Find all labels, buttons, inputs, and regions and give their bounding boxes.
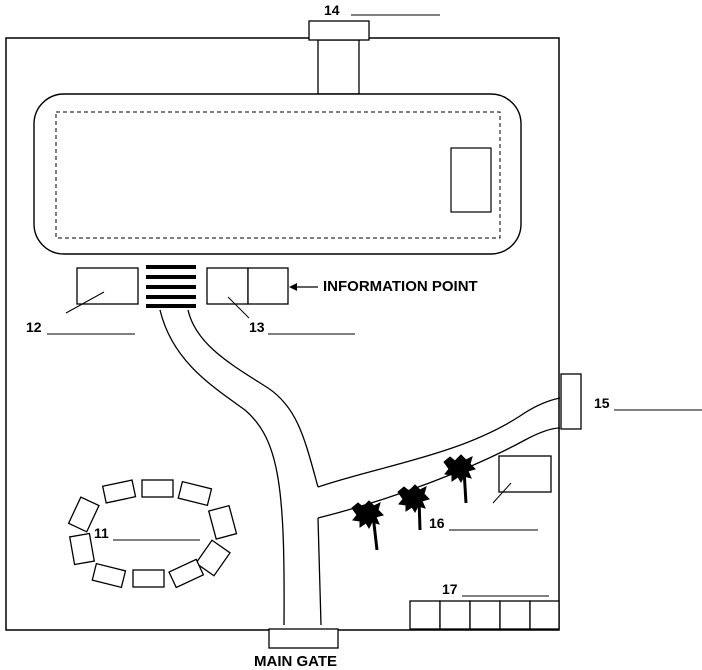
information-point-building xyxy=(247,267,289,305)
building-12 xyxy=(76,267,139,305)
main-area-building xyxy=(450,147,492,213)
label-11: 11 xyxy=(94,525,109,541)
label-16: 16 xyxy=(429,515,445,531)
main-gate-label: MAIN GATE xyxy=(254,653,337,670)
pointer-16 xyxy=(492,482,512,504)
north-entrance-gate xyxy=(308,20,370,41)
east-gate xyxy=(560,373,582,430)
main-gate xyxy=(268,628,339,649)
tree-icon xyxy=(397,484,430,531)
building-13 xyxy=(206,267,249,305)
tree-icon xyxy=(443,454,476,504)
north-entrance-path xyxy=(317,39,360,95)
tree-icon xyxy=(351,500,384,551)
information-point-label: INFORMATION POINT xyxy=(323,278,478,295)
main-area-dashed-boundary xyxy=(55,111,501,239)
information-point-arrowhead xyxy=(289,283,297,291)
bench-ring xyxy=(67,479,238,589)
steps xyxy=(146,265,196,308)
label-12: 12 xyxy=(26,319,42,335)
label-17: 17 xyxy=(442,581,458,597)
main-area xyxy=(33,93,522,255)
unit-row-17 xyxy=(409,600,560,630)
label-13: 13 xyxy=(249,319,265,335)
trees xyxy=(351,454,476,551)
building-16 xyxy=(498,455,552,493)
pointer-12 xyxy=(65,291,105,314)
label-15: 15 xyxy=(594,395,610,411)
label-14: 14 xyxy=(324,2,340,18)
pointer-13 xyxy=(227,296,250,319)
